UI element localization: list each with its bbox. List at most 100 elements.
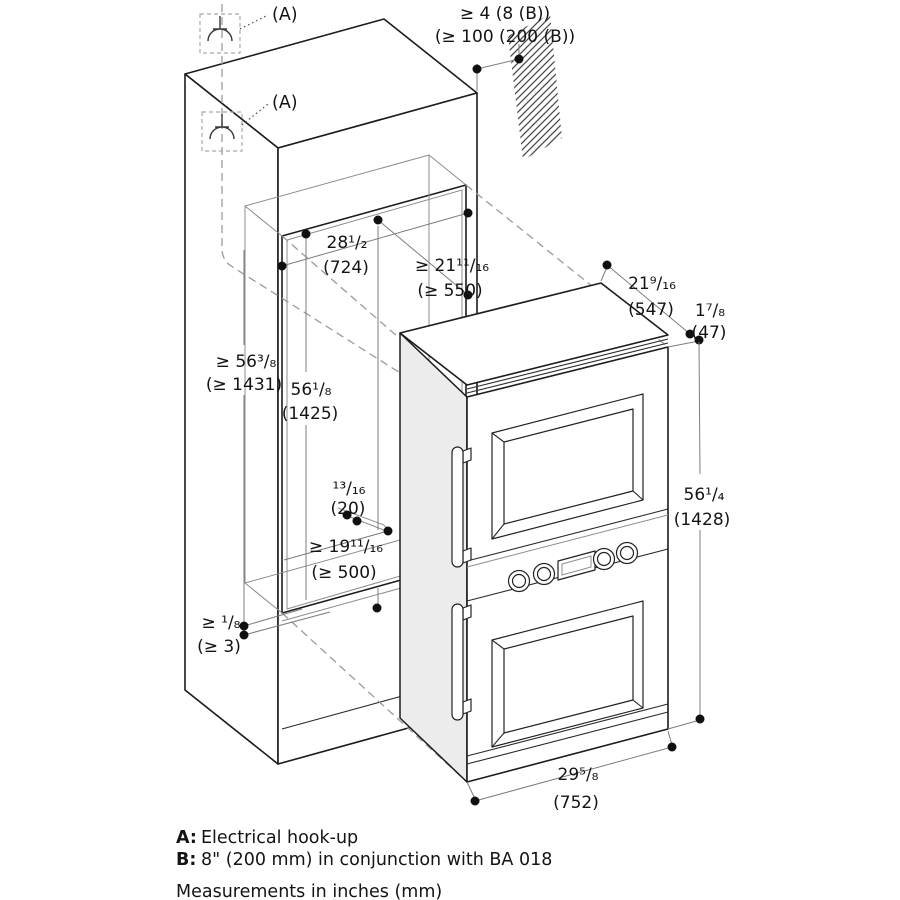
niche-width-mm: (724): [323, 258, 369, 278]
appliance-depth-in: 21⁹/₁₆: [628, 274, 676, 294]
callout-leader-top: [239, 14, 269, 30]
handle-bracket: [462, 547, 472, 564]
front-overhang-mm: (47): [692, 323, 727, 343]
legend: A: Electrical hook-up B: 8" (200 mm) in …: [176, 828, 552, 900]
outlet-symbol-mid-icon: [209, 114, 235, 140]
base-depth-leader: [283, 530, 389, 561]
base-strip-mm: (20): [331, 499, 366, 519]
dim-dot: [239, 630, 249, 640]
bottom-gap-leaders: [243, 608, 331, 636]
front-overhang-in: 1⁷/₈: [695, 301, 725, 321]
wall-clearance-mm: (≥ 100 (200 (B)): [435, 27, 575, 47]
appliance-height-line: [698, 341, 701, 718]
surround-height-mm: (≥ 1431): [206, 375, 282, 395]
lower-oven-door: [491, 600, 644, 748]
handle-bracket: [462, 604, 472, 621]
handle-bracket: [462, 447, 472, 464]
oven-knob-inner: [511, 573, 527, 589]
appliance-height-mm: (1428): [674, 510, 731, 530]
units-note: Measurements in inches (mm): [176, 882, 442, 900]
wall-clearance-in: ≥ 4 (8 (B)): [460, 4, 550, 24]
conduit-dashed-line: [221, 4, 463, 413]
electrical-hookup-callouts: (A) (A): [199, 4, 463, 413]
oven-knob-inner: [619, 545, 635, 561]
outlet-box-mid: [201, 111, 243, 152]
niche-width-in: 28¹/₂: [327, 233, 368, 253]
appliance-width-in: 29⁵/₈: [558, 765, 599, 785]
appliance-depth-mm: (547): [628, 300, 674, 320]
projection-bottom-left: [281, 612, 468, 783]
legend-b-key: B:: [176, 850, 196, 870]
dim-dot: [463, 290, 473, 300]
lower-window-reveal: [491, 639, 644, 748]
dim-dot: [352, 516, 362, 526]
outlet-box-top: [199, 13, 241, 54]
adjacent-wall: ≥ 4 (8 (B)) (≥ 100 (200 (B)): [435, 4, 575, 160]
dim-dot: [463, 208, 473, 218]
base-depth-mm: (≥ 500): [311, 563, 376, 583]
oven-top-trim-lines: [466, 338, 669, 394]
oven-knob-inner: [536, 566, 552, 582]
outlet-symbol-top-icon: [207, 16, 233, 42]
bottom-gap-mm: (≥ 3): [197, 637, 241, 657]
display-screen: [561, 555, 592, 576]
oven-knob-inner: [596, 551, 612, 567]
appliance-height-in: 56¹/₄: [684, 485, 725, 505]
oven-bottom-trim: [466, 703, 669, 765]
niche-depth-in: ≥ 21¹¹/₁₆: [415, 256, 489, 276]
niche-depth-line: [377, 219, 469, 296]
callout-a-top: (A): [272, 5, 298, 25]
callout-leader-mid: [241, 103, 269, 126]
upper-window-reveal: [491, 432, 644, 540]
dim-dot: [472, 64, 482, 74]
lower-door-handle: [451, 603, 464, 721]
panel-trim-edge: [466, 514, 669, 568]
base-strip-in: ¹³/₁₆: [333, 479, 366, 499]
dim-dot: [342, 510, 352, 520]
dim-dot: [667, 742, 677, 752]
dim-dot: [372, 603, 382, 613]
callout-a-mid: (A): [272, 93, 298, 113]
niche-depth-mm: (≥ 550): [417, 281, 482, 301]
dim-dot: [301, 229, 311, 239]
oven-top-face: [399, 282, 669, 386]
upper-oven-door: [491, 393, 644, 540]
dim-dot: [695, 714, 705, 724]
surround-height-in: ≥ 56³/₈: [216, 352, 277, 372]
appliance-depth-line: [606, 264, 691, 335]
dim-dot: [383, 526, 393, 536]
dim-dot: [685, 329, 695, 339]
front-overhang-ext: [667, 340, 700, 348]
panel-top-edge: [466, 508, 669, 562]
dim-dot: [694, 335, 704, 345]
oven-handles: [451, 446, 472, 721]
double-oven: [399, 282, 669, 783]
dim-dot: [470, 796, 480, 806]
wall-hatch: [508, 14, 562, 160]
niche-width-line: [281, 212, 469, 267]
projection-top-left: [281, 235, 468, 398]
appliance-height-ext: [667, 719, 701, 730]
bottom-gap-in: ≥ ¹/₈: [201, 613, 240, 633]
dim-dot: [239, 621, 249, 631]
niche-height-mm: (1425): [282, 404, 339, 424]
dimensions: 28¹/₂ (724) ≥ 21¹¹/₁₆ (≥ 550) ≥ 56³/₈ (≥…: [197, 208, 731, 813]
dim-dot: [373, 215, 383, 225]
dim-dot: [514, 54, 524, 64]
cabinet-left-face: [184, 73, 279, 765]
legend-a-key: A:: [176, 828, 197, 848]
appliance-width-line: [474, 746, 673, 802]
appliance-width-mm: (752): [553, 793, 599, 813]
upper-door-handle: [451, 446, 464, 568]
handle-bracket: [462, 698, 472, 715]
base-depth-in: ≥ 19¹¹/₁₆: [309, 537, 383, 557]
niche-height-in: 56¹/₈: [291, 380, 332, 400]
dim-dot: [602, 260, 612, 270]
legend-a-text: Electrical hook-up: [201, 828, 358, 848]
control-panel: [466, 508, 669, 602]
wall-clearance-line: [476, 58, 520, 70]
legend-b-text: 8" (200 mm) in conjunction with BA 018: [201, 850, 552, 870]
niche-depth-edges: [244, 154, 467, 614]
